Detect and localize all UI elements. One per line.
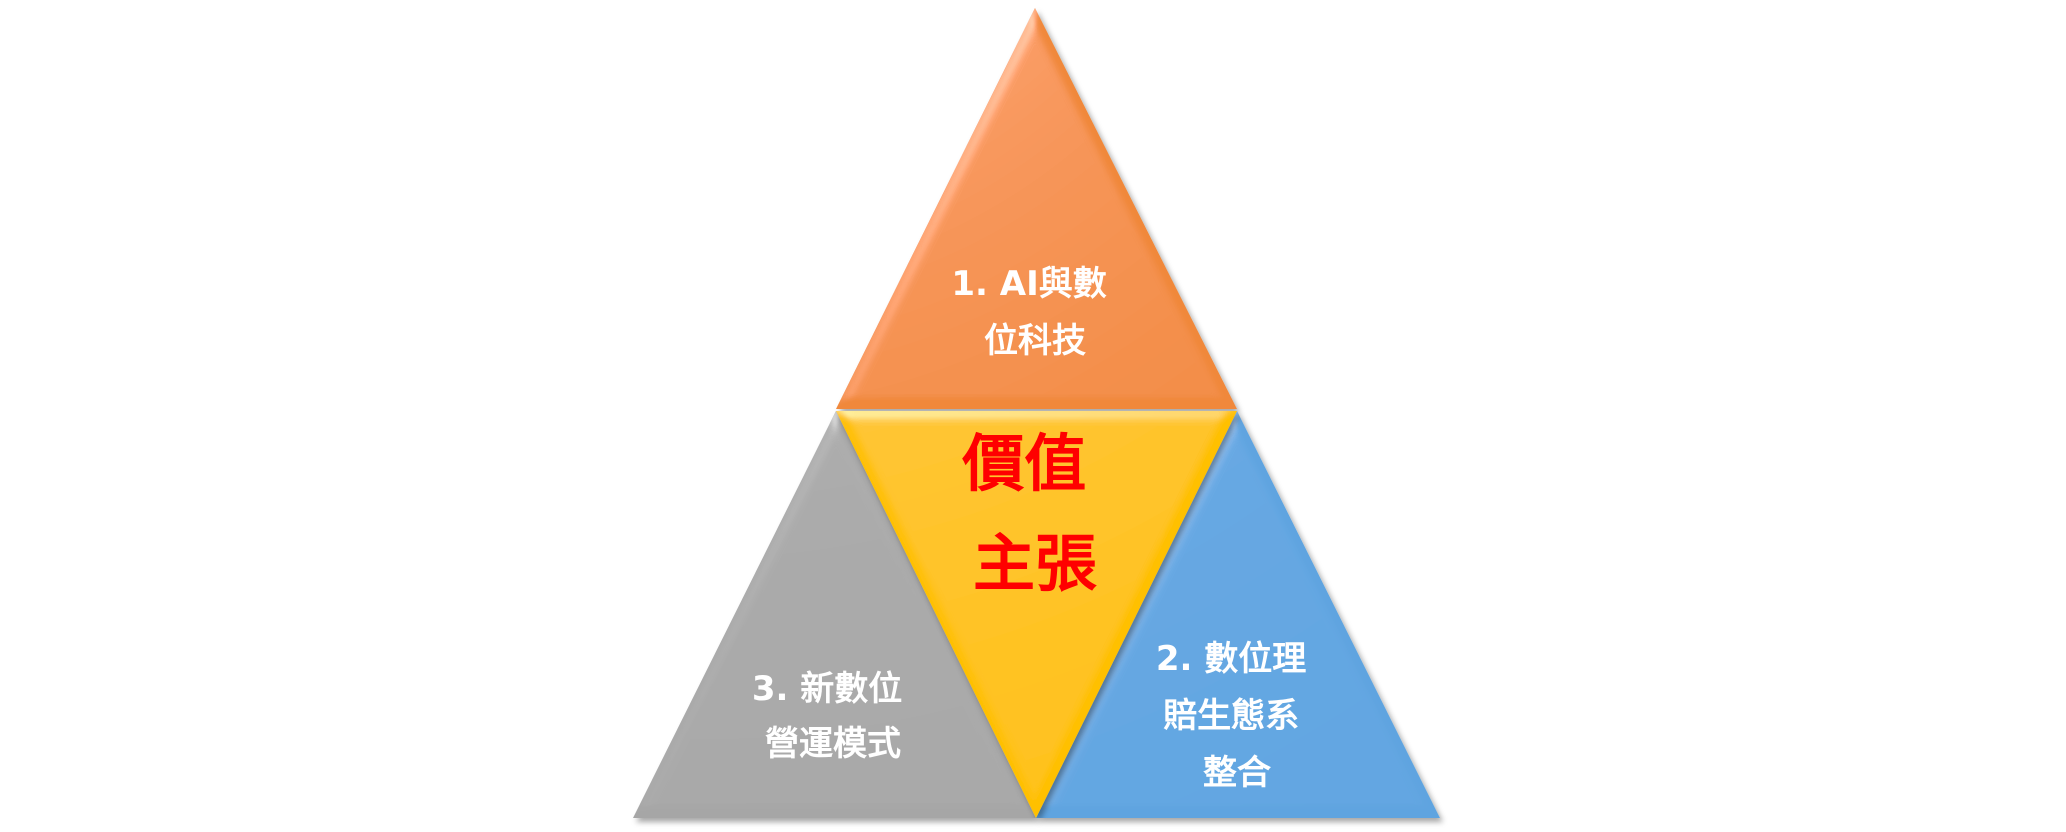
center-triangle-shape <box>836 411 1237 818</box>
center-label-line-1: 價值 <box>961 427 1086 500</box>
right-label-line-2: 賠生態系 <box>1163 696 1299 736</box>
left-triangle-shape <box>633 411 1036 818</box>
top-label-line-1: 1. AI與數 <box>951 264 1106 304</box>
center-triangle-label: 價值 主張 <box>961 427 1108 600</box>
right-triangle-label: 2. 數位理 賠生態系 整合 <box>1156 639 1318 793</box>
right-label-line-3: 整合 <box>1203 753 1271 793</box>
top-triangle-shape <box>836 8 1237 409</box>
top-label-line-2: 位科技 <box>984 321 1086 361</box>
center-label-line-2: 主張 <box>973 527 1097 600</box>
left-triangle-label: 3. 新數位 營運模式 <box>752 669 914 764</box>
center-triangle <box>836 411 1237 818</box>
top-triangle <box>836 8 1237 409</box>
right-triangle-shape <box>1036 411 1440 818</box>
right-triangle <box>1036 411 1440 818</box>
right-label-line-1: 2. 數位理 <box>1156 639 1306 679</box>
left-label-line-1: 3. 新數位 <box>752 669 902 709</box>
top-triangle-label: 1. AI與數 位科技 <box>951 264 1118 361</box>
left-triangle <box>633 411 1036 818</box>
left-label-line-2: 營運模式 <box>765 724 901 764</box>
